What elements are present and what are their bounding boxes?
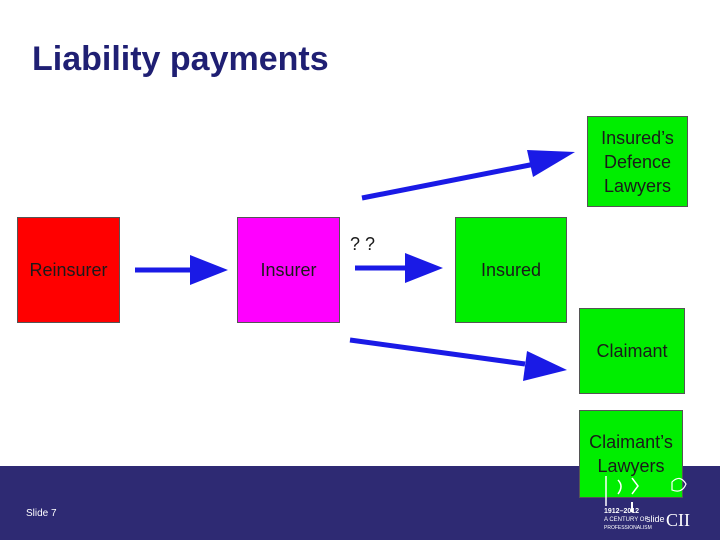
slide-number: Slide 7 <box>26 508 57 519</box>
insured-label: Insured <box>480 260 542 280</box>
claimant-label: Claimant <box>596 341 668 361</box>
insured-box: Insured <box>455 217 567 323</box>
arrow-reinsurer-to-insurer <box>135 255 228 285</box>
logo-years: 1912–2012 <box>604 508 640 515</box>
claimant-lawyers-label: Claimant’s Lawyers <box>589 432 673 476</box>
arrow-to-claimant <box>349 337 567 381</box>
claimant-box: Claimant <box>579 308 685 394</box>
logo-tagline: A CENTURY OF <box>604 517 649 523</box>
insurer-box: Insurer <box>237 217 340 323</box>
cii-logo: 1912–2012 A CENTURY OF PROFESSIONALISM s… <box>598 472 698 540</box>
crest-icon <box>605 476 687 540</box>
defence-lawyers-box: Insured’s Defence Lawyers <box>587 116 688 207</box>
reinsurer-box: Reinsurer <box>17 217 120 323</box>
insurer-label: Insurer <box>260 260 317 280</box>
logo-mark: CII <box>666 510 690 530</box>
logo-subline: PROFESSIONALISM <box>604 525 652 531</box>
arrow-to-defence-lawyers <box>361 150 575 201</box>
unknown-payment-label: ? ? <box>350 234 376 254</box>
slide-title: Liability payments <box>32 40 329 78</box>
defence-lawyers-label: Insured’s Defence Lawyers <box>601 127 674 196</box>
logo-slide-text: slide <box>646 514 665 524</box>
reinsurer-label: Reinsurer <box>29 260 108 280</box>
claimant-lawyers-box: Claimant’s Lawyers <box>579 410 683 498</box>
arrow-insurer-to-insured <box>355 253 443 283</box>
